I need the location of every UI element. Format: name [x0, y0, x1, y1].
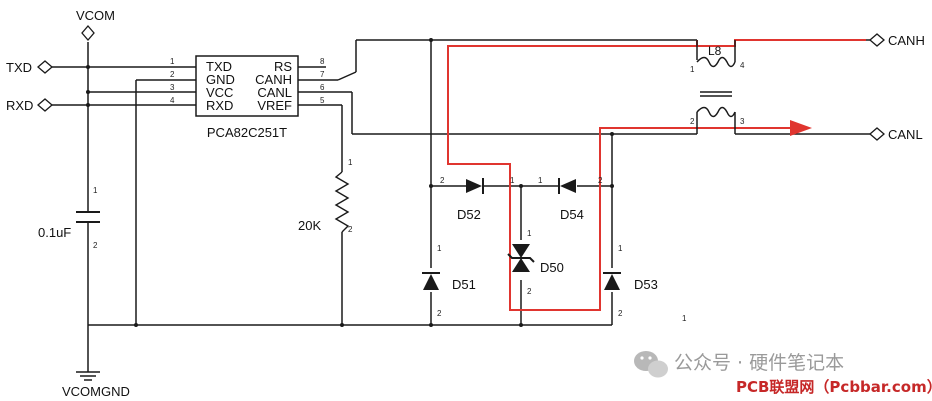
ic-pin-txd-label: TXD [206, 59, 232, 74]
ic-pin-number: 4 [170, 96, 175, 105]
diode-d53-label: D53 [634, 277, 658, 292]
resistor-pin-number: 1 [348, 158, 353, 167]
inductor-reference: L8 [708, 44, 722, 58]
inductor-pin-number: 1 [690, 65, 695, 74]
diode-d53: D53 1 2 [603, 244, 658, 318]
diode-pin-number: 2 [618, 309, 623, 318]
circuit-wiring [52, 39, 870, 372]
net-label-vcomgnd: VCOMGND [62, 384, 130, 399]
net-label-rxd: RXD [6, 98, 33, 113]
ic-pin-canh-label: CANH [255, 72, 292, 87]
ic-pin-vref-label: VREF [257, 98, 292, 113]
ic-pin-number: 7 [320, 70, 325, 79]
diode-d52: D52 2 1 [440, 176, 515, 222]
diode-d50-label: D50 [540, 260, 564, 275]
ic-pin-number: 5 [320, 96, 325, 105]
capacitor-c: 0.1uF 1 2 [38, 186, 100, 250]
diode-pin-number: 1 [437, 244, 442, 253]
capacitor-pin-number: 1 [93, 186, 98, 195]
diode-d51: D51 1 2 [422, 244, 476, 318]
port-rxd: RXD [6, 98, 53, 113]
diode-pin-number: 1 [527, 229, 532, 238]
ic-pin-number: 6 [320, 83, 325, 92]
junction-dots [86, 38, 614, 327]
port-canl: CANL [869, 127, 923, 142]
resistor-value: 20K [298, 218, 321, 233]
inductor-pin-number: 2 [690, 117, 695, 126]
ic-pin-number: 2 [170, 70, 175, 79]
ic-pin-rxd-label: RXD [206, 98, 233, 113]
watermark-website: PCB联盟网（Pcbbar.com） [736, 378, 932, 396]
current-direction-arrow [790, 120, 812, 136]
diode-pin-number: 2 [440, 176, 445, 185]
diode-pin-number: 2 [598, 176, 603, 185]
capacitor-pin-number: 2 [93, 241, 98, 250]
diode-pin-number: 1 [510, 176, 515, 185]
net-label-canl: CANL [888, 127, 923, 142]
port-txd: TXD [6, 60, 53, 75]
ic-pin-gnd-label: GND [206, 72, 235, 87]
watermark-account-name: 公众号 · 硬件笔记本 [674, 352, 844, 374]
wechat-watermark: 公众号 · 硬件笔记本 PCB联盟网（Pcbbar.com） [634, 351, 932, 396]
ic-pin-number: 1 [170, 57, 175, 66]
net-label-canh: CANH [888, 33, 925, 48]
diode-d51-label: D51 [452, 277, 476, 292]
diode-d54: D54 1 2 [538, 176, 603, 222]
inductor-pin-number: 3 [740, 117, 745, 126]
ic-pin-number: 3 [170, 83, 175, 92]
tvs-diode-d50: D50 1 2 [507, 229, 564, 296]
diode-pin-number: 2 [527, 287, 532, 296]
ic-pin-vcc-label: VCC [206, 85, 233, 100]
net-label-txd: TXD [6, 60, 32, 75]
ic-part-number: PCA82C251T [207, 125, 287, 140]
fault-current-path [447, 39, 866, 311]
wechat-icon [634, 351, 668, 378]
diode-pin-number: 1 [538, 176, 543, 185]
transceiver-ic: TXD GND VCC RXD RS CANH CANL VREF PCA82C… [170, 55, 325, 140]
resistor-pin-number: 2 [348, 225, 353, 234]
inductor-pin-number: 4 [740, 61, 745, 70]
stray-mark: 1 [682, 314, 687, 323]
port-canh: CANH [869, 33, 925, 48]
ic-pin-number: 8 [320, 57, 325, 66]
resistor-20k: 20K 1 2 [298, 158, 353, 234]
diode-pin-number: 1 [618, 244, 623, 253]
ic-pin-canl-label: CANL [257, 85, 292, 100]
port-vcom: VCOM [76, 8, 115, 41]
diode-pin-number: 2 [437, 309, 442, 318]
net-label-vcom: VCOM [76, 8, 115, 23]
capacitor-value: 0.1uF [38, 225, 71, 240]
diode-d52-label: D52 [457, 207, 481, 222]
diode-d54-label: D54 [560, 207, 584, 222]
ground-vcomgnd: VCOMGND [62, 371, 130, 399]
ic-pin-rs-label: RS [274, 59, 292, 74]
common-mode-choke-l8 [696, 40, 736, 134]
